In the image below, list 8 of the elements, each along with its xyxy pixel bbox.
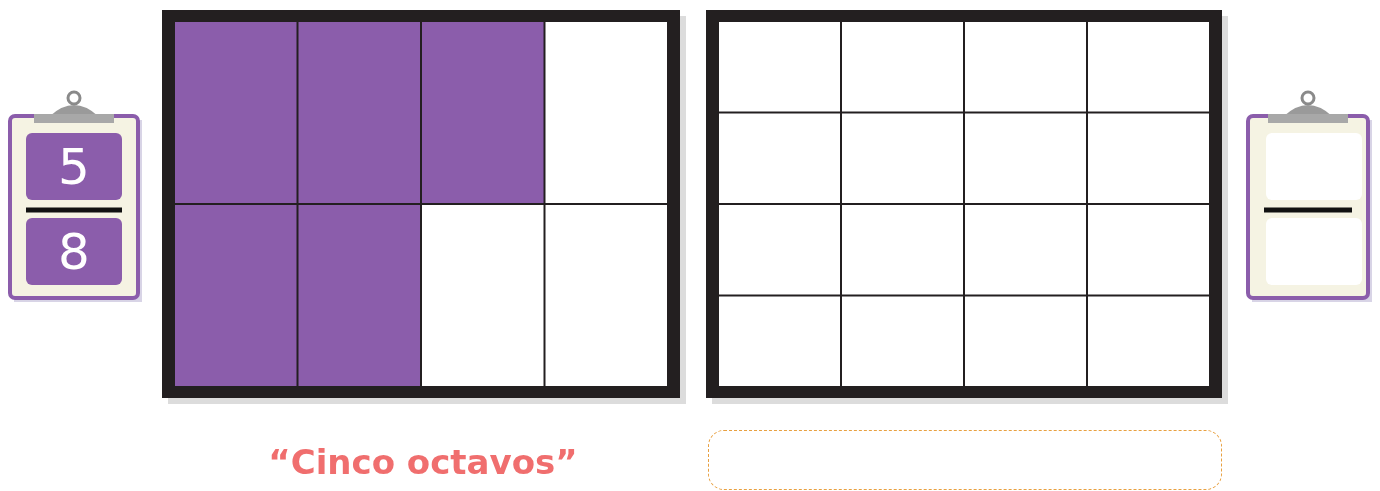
answer-box (1266, 133, 1362, 200)
fraction-words: “Cinco octavos” (268, 442, 578, 482)
answer-box (1266, 218, 1362, 285)
number-box (26, 218, 122, 285)
number: 5 (58, 141, 90, 192)
number: 8 (58, 226, 90, 277)
answer-box (708, 430, 1222, 490)
number-box (26, 133, 122, 200)
